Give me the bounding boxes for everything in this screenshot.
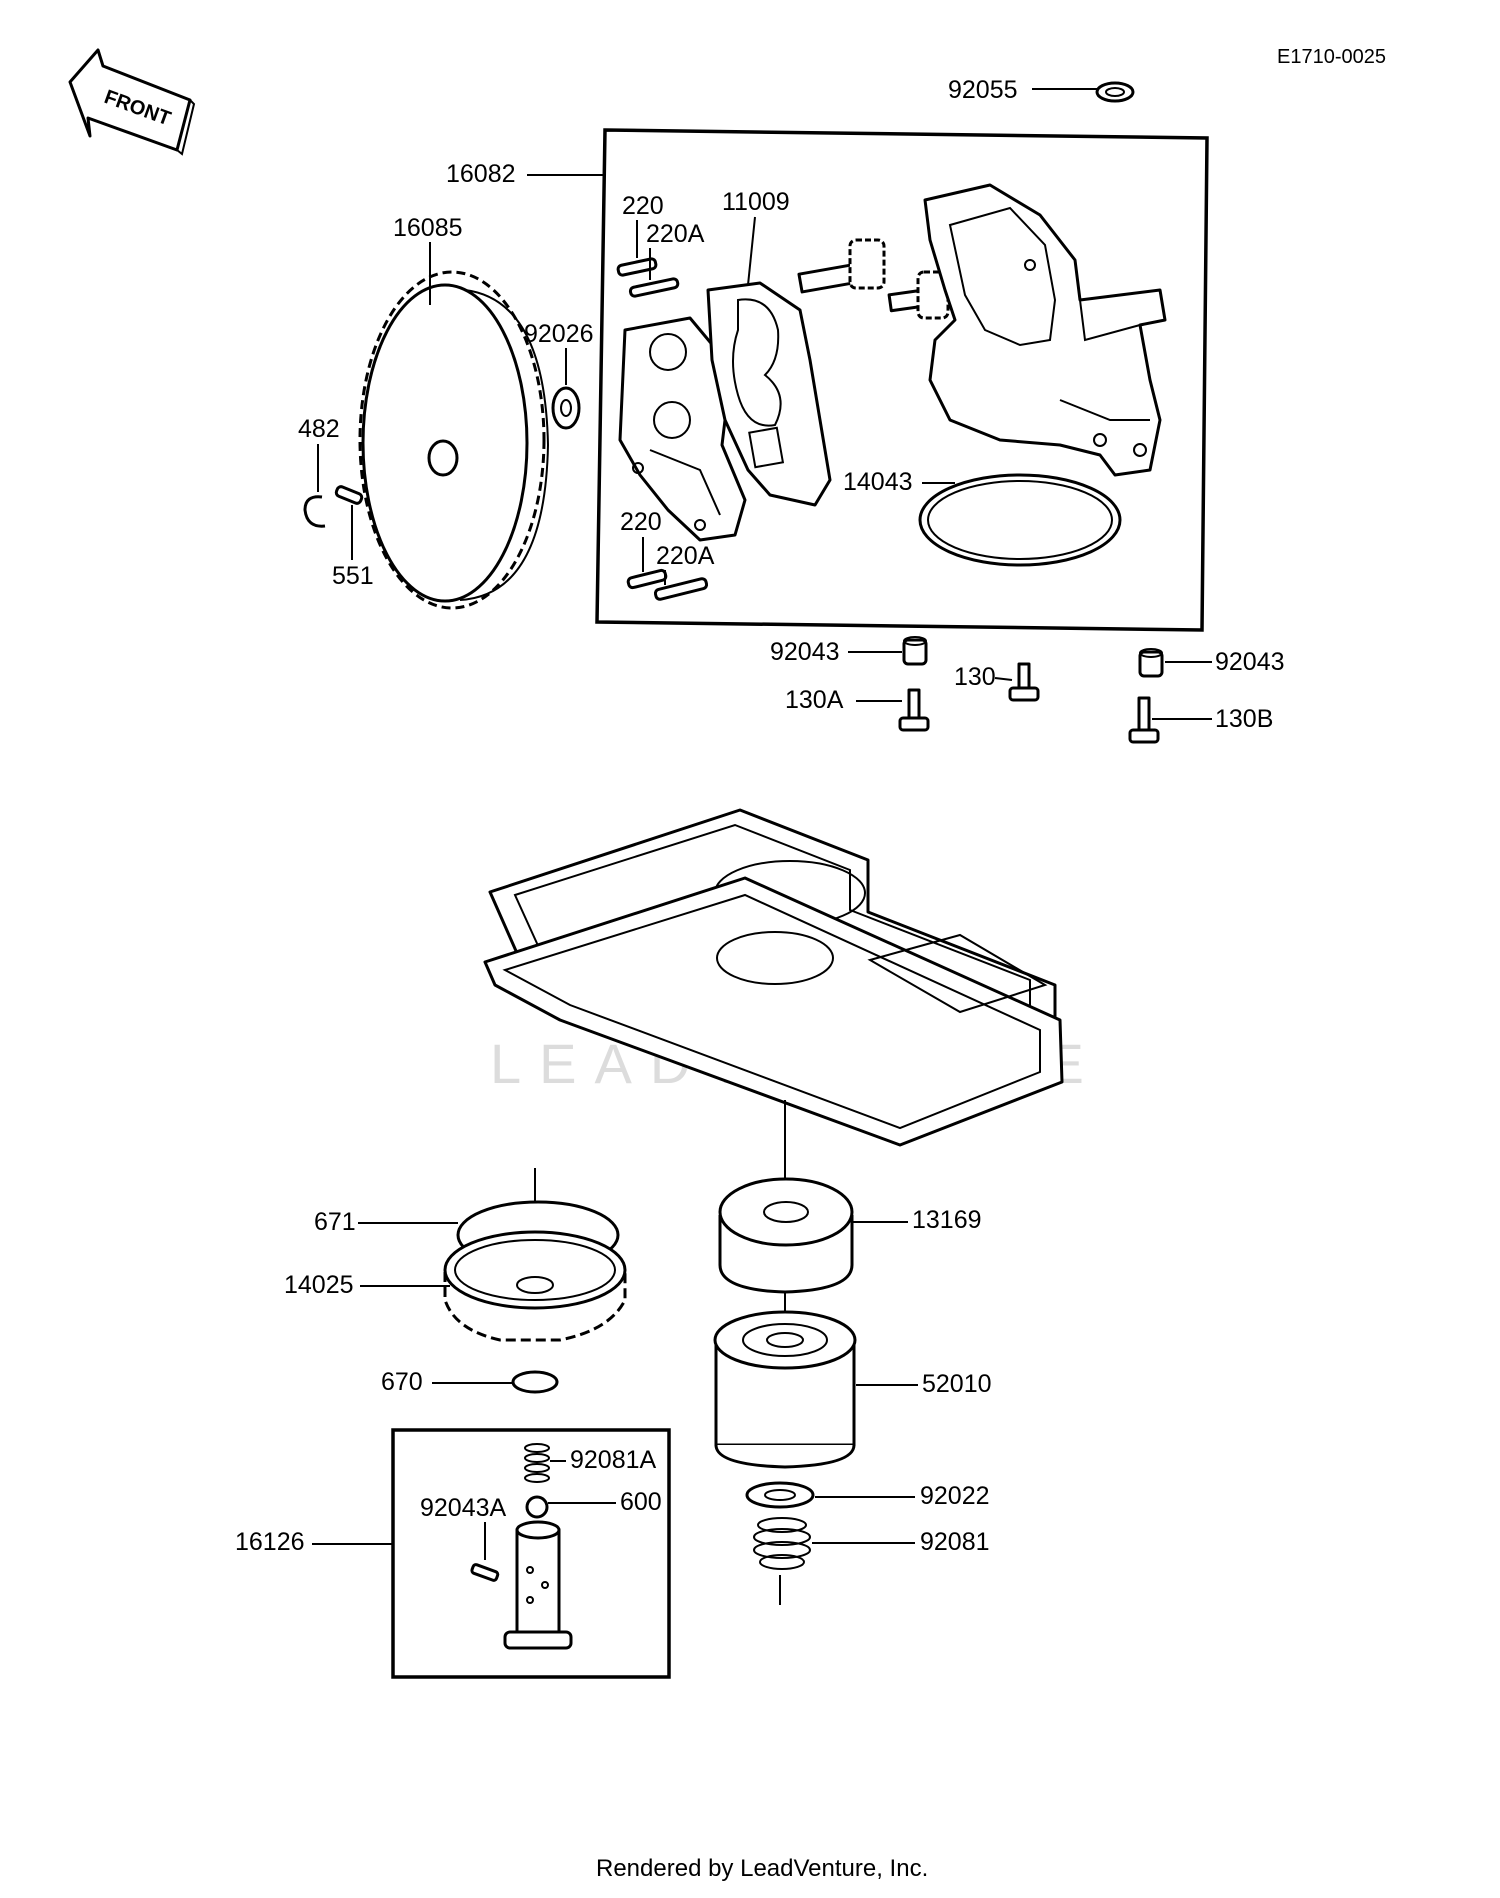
label-92055: 92055 <box>948 76 1018 104</box>
label-16126: 16126 <box>235 1528 305 1556</box>
bolt-220-bottom <box>626 568 668 590</box>
washer-92026 <box>551 386 581 430</box>
spring-92081 <box>753 1517 811 1570</box>
dowel-92043-left <box>902 638 928 666</box>
oil-strainer-14043 <box>918 473 1122 567</box>
label-16085: 16085 <box>393 214 463 242</box>
bolt-130b <box>1128 696 1160 744</box>
oil-filter-52010 <box>713 1310 857 1469</box>
oring-670 <box>511 1370 559 1394</box>
label-220a-bottom: 220A <box>656 542 715 570</box>
label-671: 671 <box>314 1208 356 1236</box>
gasket-11009 <box>706 281 832 507</box>
diagram-id: E1710-0025 <box>1277 46 1386 68</box>
label-670: 670 <box>381 1368 423 1396</box>
label-52010: 52010 <box>922 1370 992 1398</box>
footer-credit: Rendered by LeadVenture, Inc. <box>596 1855 928 1882</box>
front-arrow-icon: FRONT <box>68 48 196 156</box>
relief-valve-body <box>503 1520 573 1650</box>
oil-pump-assembly-box <box>595 128 1209 632</box>
label-130a: 130A <box>785 686 844 714</box>
oring-92055 <box>1095 81 1135 103</box>
bolt-130a <box>898 688 930 732</box>
dowel-92043-right <box>1138 650 1164 678</box>
label-92026: 92026 <box>524 320 594 348</box>
label-220-bottom: 220 <box>620 508 662 536</box>
label-130b: 130B <box>1215 705 1273 733</box>
bolt-220a-bottom <box>653 577 709 601</box>
gear-16085 <box>358 270 550 610</box>
pin-92043a <box>470 1563 500 1582</box>
bolt-220a-top <box>628 277 680 298</box>
label-92043a: 92043A <box>420 1494 507 1522</box>
label-92081: 92081 <box>920 1528 990 1556</box>
label-14025: 14025 <box>284 1271 354 1299</box>
oil-screen-14025 <box>443 1230 627 1342</box>
washer-92022 <box>745 1481 815 1509</box>
label-11009: 11009 <box>722 188 790 216</box>
label-92043-left: 92043 <box>770 638 840 666</box>
bolt-130 <box>1008 662 1040 702</box>
label-551: 551 <box>332 562 374 590</box>
label-92043-right: 92043 <box>1215 648 1285 676</box>
oil-pan <box>483 876 1064 1147</box>
bolt-220-top <box>616 257 658 277</box>
label-92081a: 92081A <box>570 1446 657 1474</box>
label-13169: 13169 <box>912 1206 982 1234</box>
circlip-482 <box>303 495 326 528</box>
label-220-top: 220 <box>622 192 664 220</box>
label-600: 600 <box>620 1488 662 1516</box>
label-14043: 14043 <box>843 468 913 496</box>
label-16082: 16082 <box>446 160 516 188</box>
pin-551 <box>334 485 364 505</box>
pump-rotors <box>797 238 950 320</box>
label-482: 482 <box>298 415 340 443</box>
oil-filter-cover-13169 <box>718 1177 854 1294</box>
oil-pump-body <box>923 183 1167 477</box>
bypass-valve-box <box>391 1428 671 1679</box>
ball-600 <box>525 1495 549 1519</box>
label-92022: 92022 <box>920 1482 990 1510</box>
spring-92081a <box>524 1443 550 1483</box>
label-220a-top: 220A <box>646 220 705 248</box>
label-130: 130 <box>954 663 996 691</box>
